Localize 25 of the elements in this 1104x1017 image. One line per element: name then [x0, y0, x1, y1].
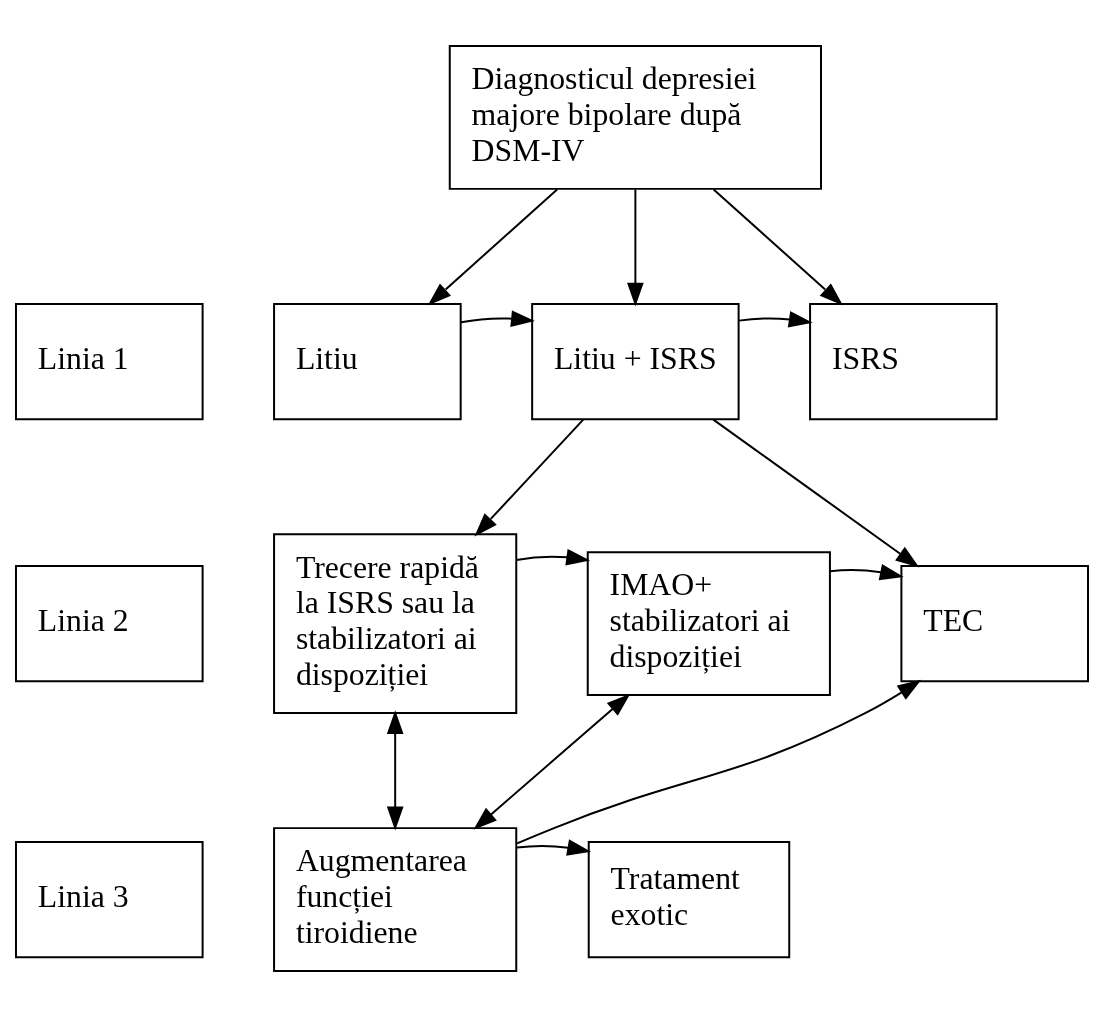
arrow [515, 839, 592, 856]
arrow [712, 188, 844, 306]
node-box: Linia 3 [15, 841, 204, 959]
arrow [516, 679, 922, 845]
arrow [460, 310, 535, 327]
node-box: ISRS [809, 303, 998, 421]
arrow [712, 418, 920, 568]
node-box: Linia 1 [15, 303, 204, 421]
node-box: IMAO+ stabilizatori ai dispoziției [586, 551, 831, 697]
node-box: TEC [900, 565, 1089, 683]
arrow [627, 188, 644, 307]
arrow [738, 311, 813, 328]
arrow [829, 564, 904, 581]
arrow [473, 693, 631, 830]
node-box: Tratament exotic [587, 841, 791, 959]
node-box: Trecere rapidă la ISRS sau la stabilizatori ai dispoziției [273, 533, 518, 714]
arrow [474, 418, 585, 537]
node-box: Litiu [273, 303, 462, 421]
node-box: Diagnosticul depresiei majore bipolare după DSM-IV [448, 44, 822, 190]
arrow [515, 548, 591, 566]
arrow [386, 710, 404, 831]
node-box: Litiu + ISRS [531, 303, 740, 421]
node-box: Augmentarea funcției tiroidiene [273, 827, 518, 973]
arrow [427, 188, 559, 306]
node-box: Linia 2 [15, 565, 204, 683]
